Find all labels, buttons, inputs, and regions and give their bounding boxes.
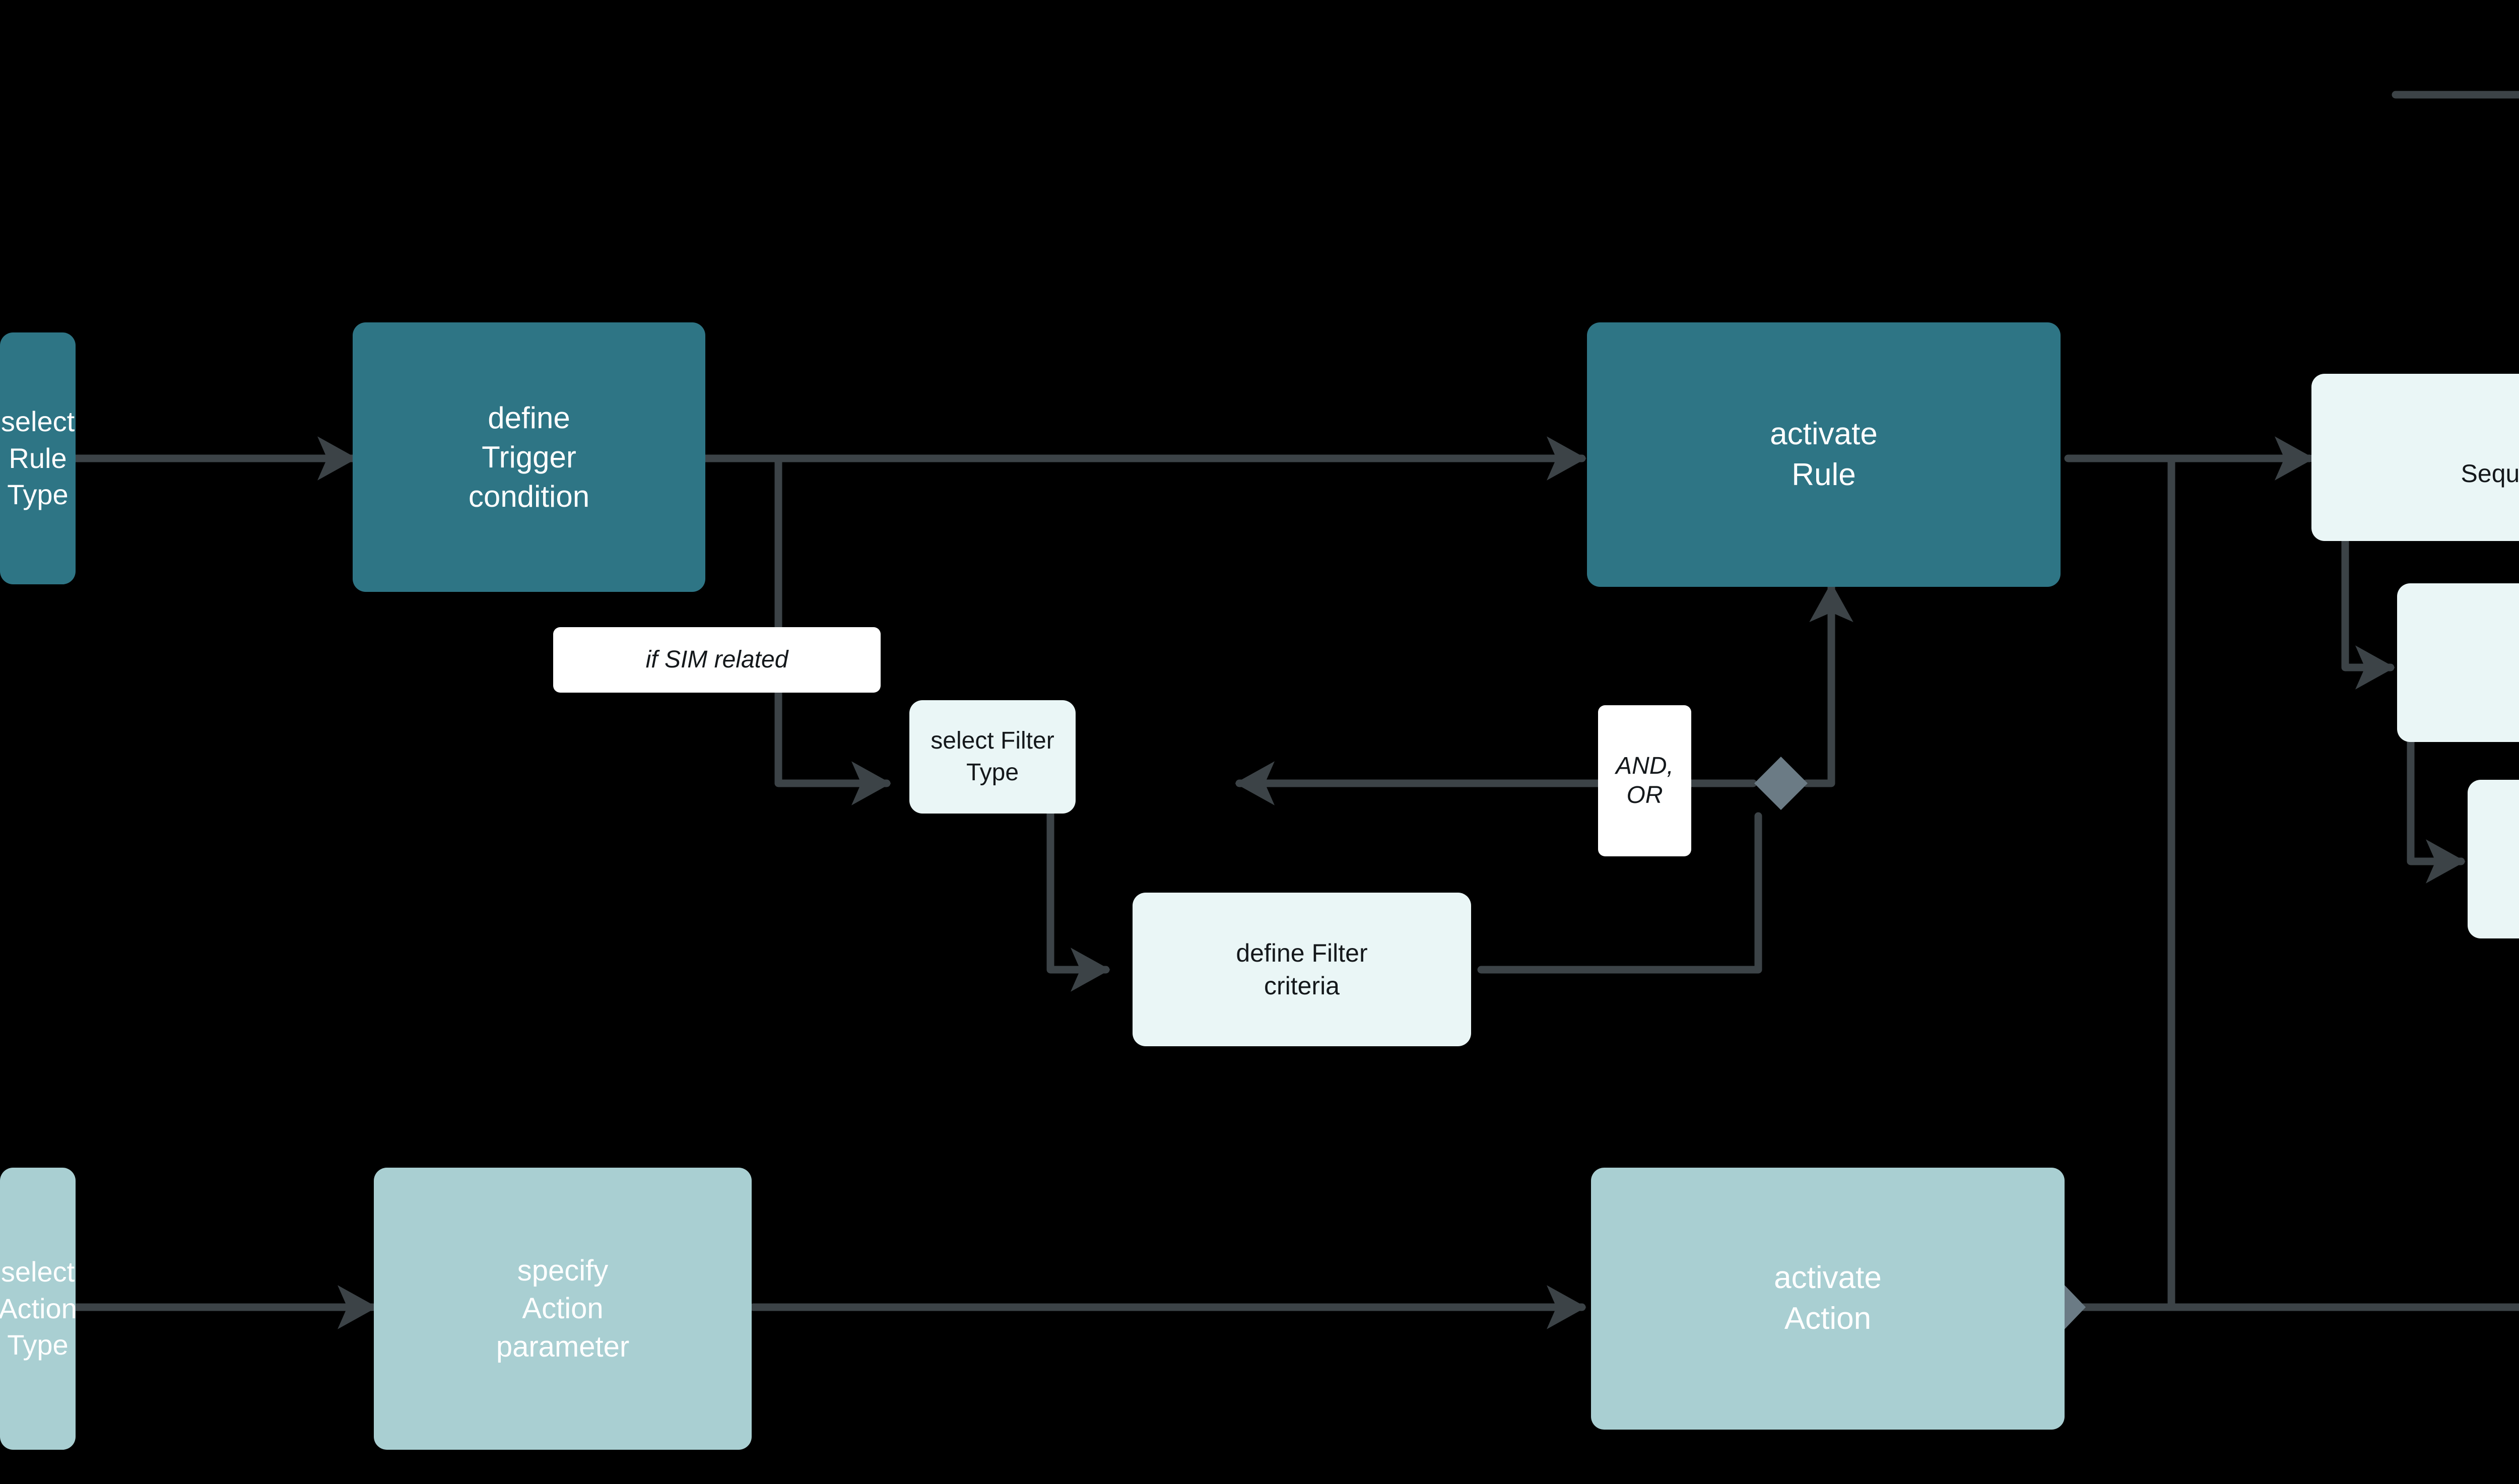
edge-setseq-setrep — [2341, 537, 2395, 690]
edge-label-text-line-1: AND, — [1616, 753, 1674, 780]
node-set-sequence-number[interactable]: set Sequence Number — [2311, 374, 2519, 541]
node-line-1: define — [488, 400, 570, 435]
node-line-2: Sequence Number — [2461, 459, 2519, 488]
node-line-1: select Filter — [931, 727, 1054, 755]
node-line-3: condition — [468, 479, 590, 513]
node-line-3: parameter — [496, 1330, 630, 1363]
node-line-2: Rule Type — [7, 442, 69, 511]
node-select-filter-type[interactable]: select Filter Type — [909, 700, 1076, 814]
node-line-2: Action — [522, 1292, 604, 1325]
edge-label-text: if SIM related — [645, 646, 788, 673]
node-line-2: Rule — [1792, 457, 1856, 492]
node-activate-action[interactable]: activate Action — [1591, 1168, 2065, 1430]
node-line-1: specify — [517, 1254, 609, 1287]
node-line-1: select — [1, 1255, 75, 1288]
edge-selectfilter-definecriteria — [1046, 802, 1110, 992]
node-line-3: Type — [7, 1329, 69, 1361]
edge-label-if-sim-related: if SIM related — [553, 627, 881, 693]
junction-diamond-and-or — [1754, 757, 1808, 810]
node-activate-rule[interactable]: activate Rule — [1587, 322, 2061, 587]
edge-trigger-selectfilter — [734, 454, 891, 805]
node-define-trigger-condition[interactable]: define Trigger condition — [353, 322, 705, 592]
node-line-2: Action — [0, 1292, 77, 1324]
node-line-2: Action — [1784, 1301, 1872, 1336]
node-line-2: Type — [966, 759, 1019, 786]
edge-criteria-to-junction — [1477, 812, 1762, 974]
node-line-1: select — [1, 405, 75, 437]
node-line-1: define Filter — [1236, 938, 1368, 967]
edge-label-and-or: AND, OR — [1598, 705, 1691, 856]
node-line-2: criteria — [1264, 971, 1340, 1000]
node-define-filter-criteria[interactable]: define Filter criteria — [1133, 893, 1471, 1046]
edge-label-text-line-2: OR — [1626, 782, 1663, 808]
node-line-1: set — [2461, 425, 2519, 457]
node-set-execution-type[interactable]: set Execution Type — [2468, 780, 2519, 938]
node-specify-action-parameter[interactable]: specify Action parameter — [374, 1168, 752, 1450]
edge-setrep-setexec — [2407, 734, 2466, 884]
edge-junction-activaterule — [1802, 582, 1853, 787]
node-line-2: Trigger — [482, 440, 576, 474]
node-line-1: activate — [1770, 416, 1878, 451]
node-line-1: activate — [1774, 1260, 1882, 1296]
node-set-repetition-type[interactable]: set Repetition Type — [2397, 583, 2519, 742]
node-select-action-type[interactable]: select Action Type — [0, 1168, 77, 1450]
node-select-rule-type[interactable]: select Rule Type — [0, 332, 76, 584]
